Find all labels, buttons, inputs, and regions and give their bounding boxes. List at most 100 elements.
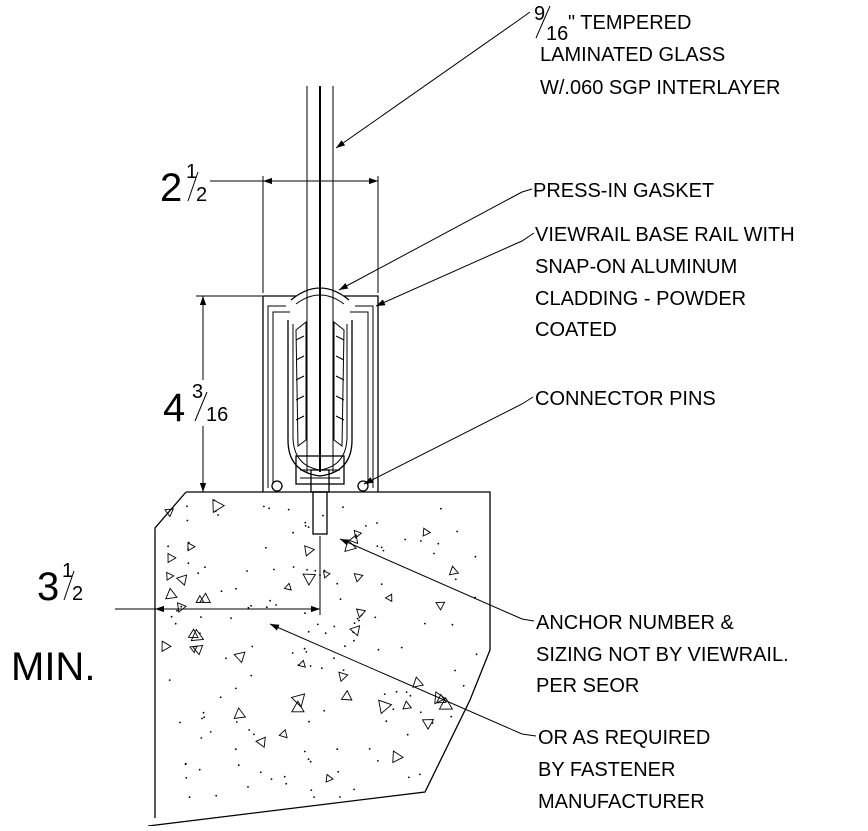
stipple-dot	[324, 632, 327, 635]
stipple-aggregate	[233, 651, 246, 664]
stipple-dot	[187, 562, 190, 565]
stipple-dot	[291, 652, 294, 654]
stipple-aggregate	[422, 527, 432, 537]
stipple-dot	[287, 508, 290, 511]
stipple-dot	[225, 657, 227, 660]
stipple-dot	[307, 526, 310, 528]
stipple-dot	[342, 506, 344, 509]
dim-height-den: 16	[206, 404, 228, 426]
stipple-dot	[440, 507, 442, 510]
stipple-aggregate	[323, 570, 331, 579]
stipple-dot	[424, 622, 426, 625]
stipple-dot	[167, 545, 170, 548]
leader-lines	[269, 11, 537, 737]
dim-height-num: 3	[192, 381, 203, 403]
glass-note-line1: " TEMPERED	[568, 12, 691, 34]
dim-width-den: 2	[196, 184, 207, 206]
stipple-dot	[313, 796, 315, 798]
stipple-dot	[314, 569, 317, 572]
stipple-aggregate	[212, 498, 226, 514]
stipple-dot	[420, 540, 422, 542]
stipple-dot	[253, 733, 255, 736]
stipple-dot	[323, 709, 326, 712]
stipple-aggregate	[412, 676, 425, 688]
stipple-aggregate	[384, 593, 393, 603]
stipple-aggregate	[302, 573, 317, 586]
stipple-dot	[202, 711, 205, 714]
glass-note-frac-den: 16	[546, 23, 568, 45]
stipple-dot	[339, 796, 341, 798]
stipple-aggregate	[448, 565, 460, 576]
stipple-dot	[405, 691, 408, 693]
stipple-aggregate	[189, 645, 198, 654]
stipple-dot	[382, 549, 385, 552]
stipple-dot	[383, 693, 386, 695]
stipple-dot	[304, 525, 307, 527]
stipple-dot	[339, 598, 342, 600]
stipple-dot	[322, 514, 324, 517]
stipple-dot	[234, 748, 237, 751]
stipple-dot	[230, 617, 232, 619]
stipple-dot	[168, 679, 171, 681]
stipple-dot	[395, 690, 398, 693]
stipple-dot	[450, 715, 453, 718]
stipple-dot	[200, 616, 202, 618]
stipple-aggregate	[199, 592, 212, 604]
dimension-height: 4 3 16	[163, 295, 262, 493]
stipple-dot	[292, 566, 295, 568]
stipple-dot	[273, 568, 275, 571]
stipple-dot	[259, 771, 262, 774]
stipple-dot	[368, 748, 371, 750]
stipple-dot	[303, 750, 306, 753]
stipple-dot	[185, 777, 188, 779]
stipple-dot	[320, 667, 323, 670]
stipple-dot	[235, 687, 237, 690]
stipple-dot	[419, 711, 422, 714]
stipple-aggregate	[340, 689, 353, 701]
stipple-dot	[377, 760, 379, 762]
stipple-dot	[418, 773, 421, 776]
stipple-dot	[454, 578, 457, 581]
fastener-note-line2: BY FASTENER	[538, 759, 675, 781]
stipple-aggregate	[434, 691, 447, 705]
dim-height-whole: 4	[163, 386, 185, 430]
stipple-dot	[385, 720, 388, 723]
stipple-dot	[268, 507, 270, 510]
stipple-aggregate	[353, 572, 364, 583]
glass-note-line2: LAMINATED GLASS	[540, 44, 725, 66]
gasket-note: PRESS-IN GASKET	[533, 180, 714, 202]
stipple-dot	[433, 552, 435, 555]
stipple-dot	[203, 716, 206, 719]
glass-note-line3: W/.060 SGP INTERLAYER	[540, 77, 780, 99]
dim-width-num: 1	[186, 161, 197, 183]
stipple-dot	[353, 639, 355, 642]
stipple-dot	[265, 606, 268, 609]
stipple-dot	[179, 721, 181, 724]
stipple-dot	[237, 764, 240, 767]
base-rail-note-line4: COATED	[535, 319, 617, 341]
fastener-note: OR AS REQUIRED BY FASTENER MANUFACTURER	[538, 727, 710, 813]
stipple-dot	[292, 531, 294, 534]
stipple-dot	[342, 669, 345, 671]
stipple-dot	[407, 776, 410, 779]
stipple-aggregate	[164, 508, 175, 518]
stipple-aggregate	[161, 640, 172, 653]
stipple-dot	[209, 731, 212, 733]
stipple-dot	[309, 665, 312, 667]
concrete-stipple	[161, 498, 478, 799]
stipple-aggregate	[187, 542, 196, 552]
stipple-aggregate	[421, 719, 435, 730]
stipple-aggregate	[378, 699, 393, 715]
stipple-dot	[358, 619, 360, 622]
stipple-dot	[380, 546, 383, 549]
stipple-dot	[380, 583, 383, 586]
stipple-dot	[474, 555, 477, 558]
stipple-dot	[217, 514, 220, 516]
dim-edge-whole: 3	[37, 565, 59, 609]
stipple-dot	[186, 505, 188, 508]
anchor-note-line3: PER SEOR	[536, 675, 639, 697]
stipple-dot	[400, 646, 403, 649]
stipple-dot	[306, 568, 308, 571]
